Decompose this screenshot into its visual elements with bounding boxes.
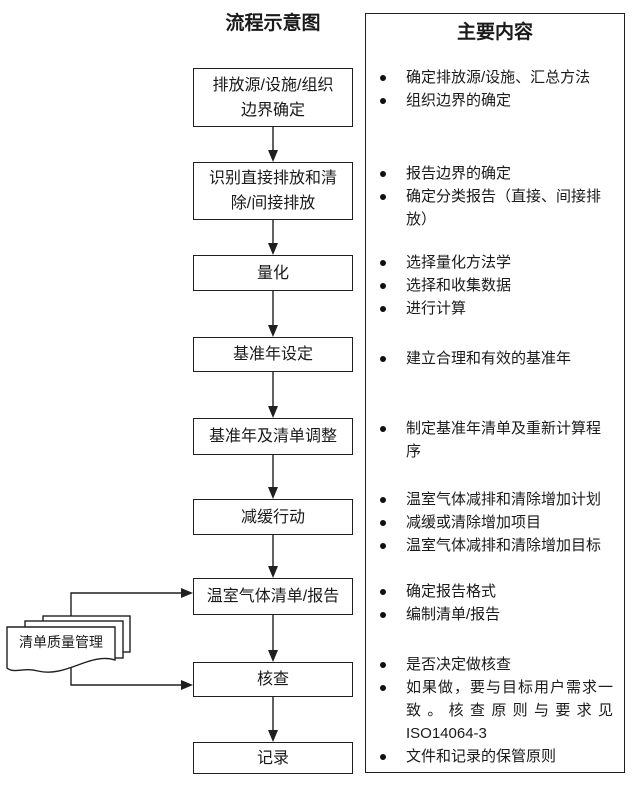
box-label: 识别直接排放和清 除/间接排放 xyxy=(208,170,337,212)
content-group-boundary: 确定排放源/设施、汇总方法 组织边界的确定 xyxy=(376,66,620,112)
bullet-icon xyxy=(376,745,406,768)
list-item: 确定分类报告（直接、间接排放） xyxy=(376,185,620,231)
bullet-icon xyxy=(376,580,406,603)
content-group-report: 确定报告格式 编制清单/报告 xyxy=(376,580,620,626)
box-label: 核查 xyxy=(256,671,289,688)
box-label: 基准年及清单调整 xyxy=(208,428,337,445)
box-label: 基准年设定 xyxy=(232,346,313,363)
bullet-icon xyxy=(376,274,406,297)
arrowhead-2 xyxy=(268,243,278,255)
bullet-icon xyxy=(376,511,406,534)
list-item: 减缓或清除增加项目 xyxy=(376,511,620,534)
inventory-quality-management-label: 清单质量管理 xyxy=(19,634,103,650)
arrowhead-8 xyxy=(268,730,278,742)
bullet-icon xyxy=(376,162,406,185)
list-item: 温室气体减排和清除增加计划 xyxy=(376,488,620,511)
list-item: 确定排放源/设施、汇总方法 xyxy=(376,66,620,89)
arrowhead-1 xyxy=(268,150,278,162)
doc-arrowhead-verification xyxy=(181,680,193,690)
arrowhead-7 xyxy=(268,650,278,662)
box-label: 温室气体清单/报告 xyxy=(206,588,340,605)
list-item: 是否决定做核查 xyxy=(376,653,620,676)
list-item: 建立合理和有效的基准年 xyxy=(376,347,620,370)
box-verification: 核查 xyxy=(193,662,353,697)
box-mitigation-actions: 减缓行动 xyxy=(193,499,353,535)
list-item: 选择量化方法学 xyxy=(376,251,620,274)
box-boundary-determination: 排放源/设施/组织 边界确定 xyxy=(193,68,353,127)
bullet-icon xyxy=(376,653,406,676)
bullet-icon xyxy=(376,676,406,699)
box-label: 减缓行动 xyxy=(240,508,305,526)
arrowhead-6 xyxy=(268,566,278,578)
arrowhead-5 xyxy=(268,487,278,499)
list-item: 文件和记录的保管原则 xyxy=(376,745,620,768)
doc-to-verification-line xyxy=(70,660,181,686)
box-label: 排放源/设施/组织 边界确定 xyxy=(212,76,334,119)
box-ghg-inventory-report: 温室气体清单/报告 xyxy=(193,578,353,615)
box-label: 记录 xyxy=(256,749,289,767)
list-item: 温室气体减排和清除增加目标 xyxy=(376,534,620,557)
bullet-icon xyxy=(376,66,406,89)
list-item: 组织边界的确定 xyxy=(376,89,620,112)
bullet-icon xyxy=(376,251,406,274)
document-connector-arrowheads xyxy=(181,588,193,690)
doc-to-report-line xyxy=(70,592,181,625)
list-item: 确定报告格式 xyxy=(376,580,620,603)
bullet-icon xyxy=(376,297,406,320)
list-item: 编制清单/报告 xyxy=(376,603,620,626)
content-group-mitigation: 温室气体减排和清除增加计划 减缓或清除增加项目 温室气体减排和清除增加目标 xyxy=(376,488,620,557)
bullet-icon xyxy=(376,488,406,511)
left-column-title: 流程示意图 xyxy=(225,13,321,34)
content-group-base-year: 建立合理和有效的基准年 xyxy=(376,347,620,370)
box-base-year-inventory-adjustment: 基准年及清单调整 xyxy=(193,418,353,455)
box-quantification: 量化 xyxy=(193,255,353,291)
arrowhead-4 xyxy=(268,406,278,418)
box-base-year-setting: 基准年设定 xyxy=(193,337,353,372)
main-content-panel: 主要内容 确定排放源/设施、汇总方法 组织边界的确定 报告边界的确定 确定分类报… xyxy=(365,13,625,773)
list-item: 报告边界的确定 xyxy=(376,162,620,185)
bullet-icon xyxy=(376,185,406,208)
arrowhead-3 xyxy=(268,325,278,337)
box-identify-emissions: 识别直接排放和清 除/间接排放 xyxy=(193,162,353,220)
bullet-icon xyxy=(376,347,406,370)
content-group-verification-records: 是否决定做核查 如果做，要与目标用户需求一致。核查原则与要求见ISO14064-… xyxy=(376,653,620,768)
content-group-adjustment: 制定基准年清单及重新计算程序 xyxy=(376,417,620,463)
bullet-icon xyxy=(376,534,406,557)
content-group-identify: 报告边界的确定 确定分类报告（直接、间接排放） xyxy=(376,162,620,231)
content-group-quantification: 选择量化方法学 选择和收集数据 进行计算 xyxy=(376,251,620,320)
box-label: 量化 xyxy=(256,264,289,282)
bullet-icon xyxy=(376,89,406,112)
list-item: 进行计算 xyxy=(376,297,620,320)
doc-arrowhead-report xyxy=(181,588,193,598)
bullet-icon xyxy=(376,603,406,626)
list-item: 制定基准年清单及重新计算程序 xyxy=(376,417,620,463)
bullet-icon xyxy=(376,417,406,440)
list-item: 如果做，要与目标用户需求一致。核查原则与要求见ISO14064-3 xyxy=(376,676,620,745)
right-column-title: 主要内容 xyxy=(456,22,533,43)
list-item: 选择和收集数据 xyxy=(376,274,620,297)
box-records: 记录 xyxy=(193,742,353,774)
